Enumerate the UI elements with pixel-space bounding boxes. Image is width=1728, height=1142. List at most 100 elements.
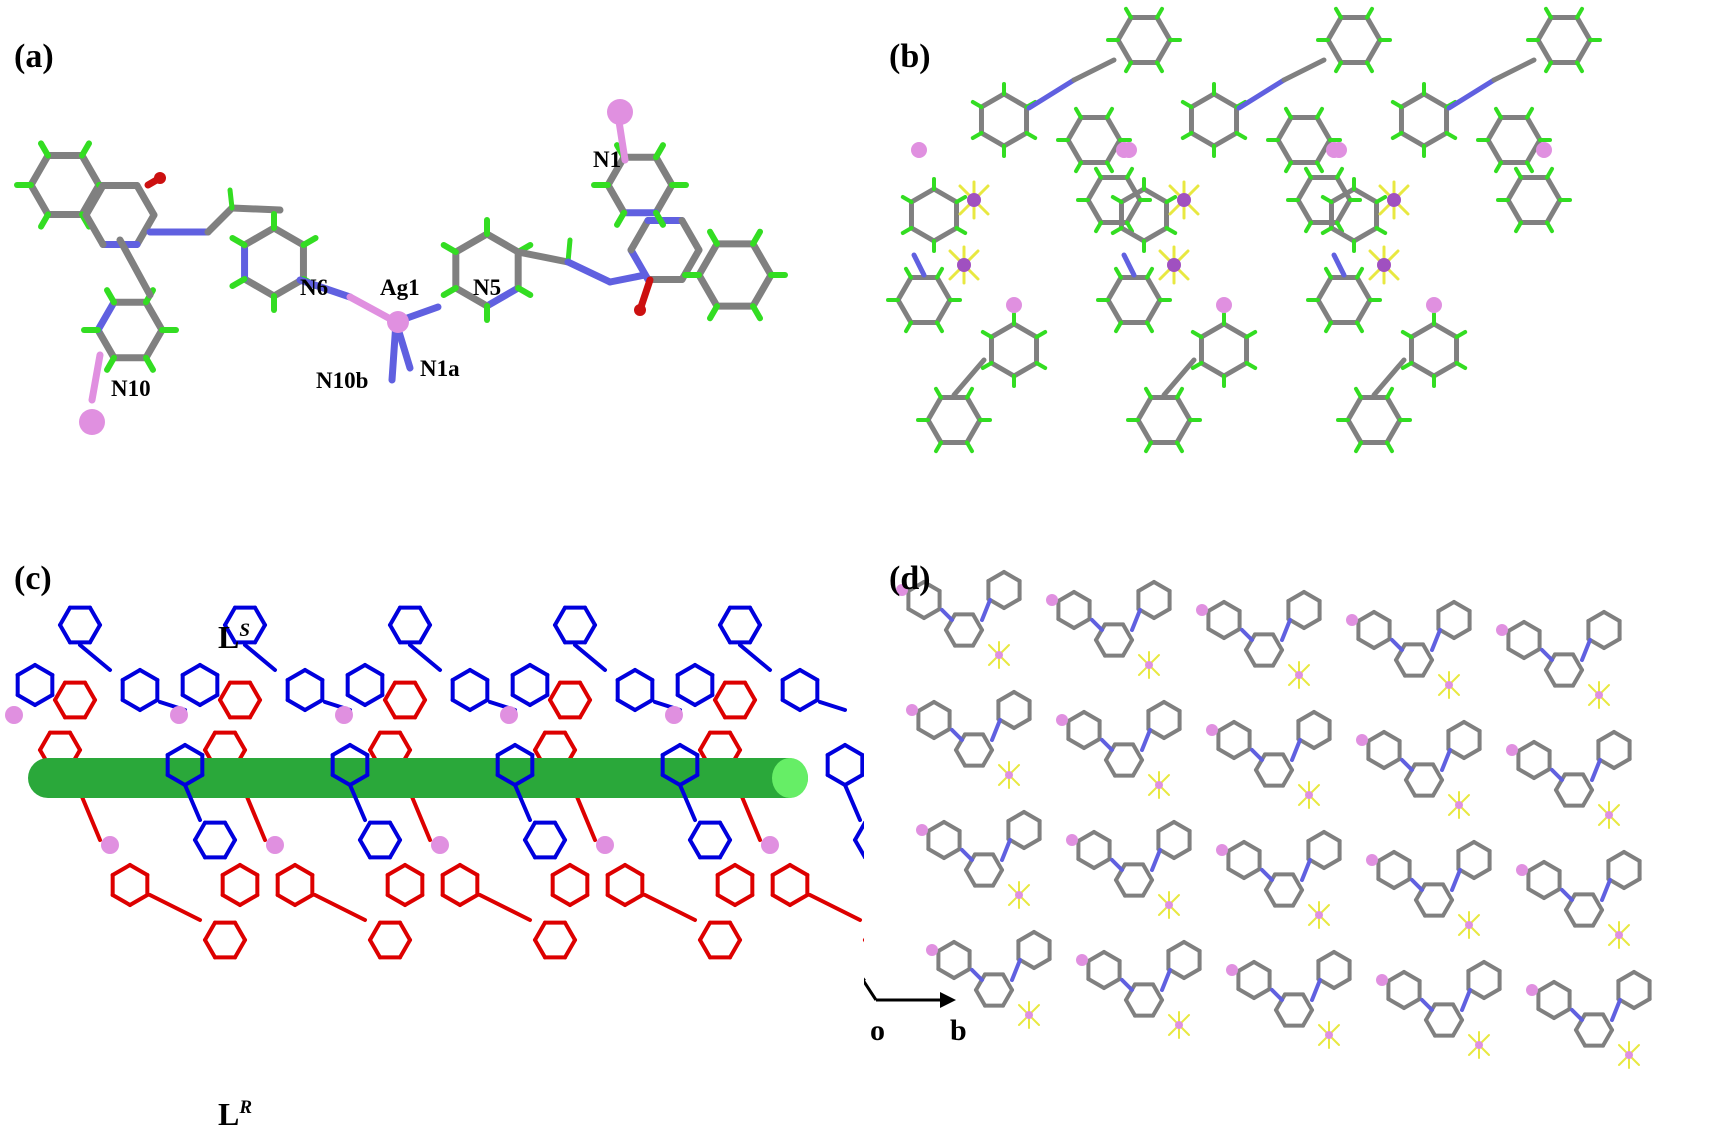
pyrimidinone-ring (1065, 137, 1084, 166)
ligand-r-ring (743, 698, 757, 720)
ligand-r-ring (713, 680, 727, 702)
silver-atom (1006, 297, 1022, 313)
framework-ring (942, 820, 962, 833)
ligand-s-ring (660, 743, 682, 757)
ligand-s-ring (15, 693, 37, 707)
pyrimidinone-ring-left (133, 182, 158, 219)
ligand-s-ring (120, 698, 142, 712)
hydrogen-bond (1544, 6, 1553, 20)
bond (573, 643, 607, 672)
ligand-s-ring (345, 693, 367, 707)
ligand-r-ring (368, 920, 382, 942)
framework-ring (1296, 710, 1316, 723)
pyrimidinone-ring (1275, 137, 1294, 166)
hydrogen-bond (1544, 60, 1553, 74)
pyridine-ring-n10 (142, 298, 166, 334)
framework-ring (1094, 622, 1107, 642)
ligand-r-ring (733, 893, 755, 907)
hydrogen-bond (1385, 386, 1394, 400)
framework-ring (1076, 857, 1096, 870)
framework-ring (1312, 710, 1332, 723)
ligand-s-ring (193, 838, 207, 860)
hydrogen-bond (1575, 6, 1584, 20)
ligand-s-ring (675, 663, 697, 677)
framework-ring (952, 940, 972, 953)
silver-atom (1496, 624, 1508, 636)
framework-ring (936, 967, 956, 980)
framework-ring (1376, 877, 1396, 890)
bond (88, 351, 104, 404)
framework-ring (1291, 888, 1304, 908)
ligand-s-ring (798, 698, 820, 712)
bond (1440, 748, 1452, 772)
framework-ring (1274, 1008, 1287, 1028)
pyridine-ring (931, 225, 960, 244)
framework-ring (922, 607, 942, 620)
pyridine-ring (978, 91, 1007, 110)
hydrogen-bond (1024, 131, 1038, 140)
ligand-r-ring (83, 680, 97, 702)
ligand-s-ring (58, 605, 72, 627)
hydrogen-bond (1034, 361, 1048, 370)
ligand-r-ring (248, 680, 262, 702)
pyrimidinone-ring (1104, 114, 1123, 143)
hydrogen-bond (614, 209, 627, 228)
framework-ring (1392, 877, 1412, 890)
hydrogen-bond (1155, 60, 1164, 74)
framework-ring (1056, 590, 1076, 603)
hydrogen-bond (1365, 6, 1374, 20)
framework-ring (1431, 762, 1444, 782)
framework-ring (1072, 617, 1092, 630)
ligand-s-ring (718, 820, 732, 842)
ligand-r-ring (220, 893, 242, 907)
ligand-r-ring (550, 893, 572, 907)
pyridine-ring (1544, 197, 1563, 226)
benzo-ring-right (695, 240, 721, 279)
pyridine-ring (1188, 91, 1217, 110)
ligand-r-ring (275, 863, 297, 877)
pyridine-ring (1431, 360, 1460, 379)
anion-center (1595, 691, 1603, 699)
hydrogen-bond (935, 266, 944, 280)
hydrogen-bond (440, 242, 459, 255)
bond (228, 204, 284, 214)
ligand-s-ring (660, 773, 682, 787)
benzo-ring-left (78, 181, 103, 218)
helix-rod-cap (772, 758, 808, 798)
silver-atom (1366, 854, 1378, 866)
ligand-s-ring (510, 693, 532, 707)
hydrogen-bond (1400, 361, 1414, 370)
framework-ring (1564, 892, 1577, 912)
framework-ring (1012, 717, 1032, 730)
ligand-s-ring (528, 693, 550, 707)
framework-ring (1012, 690, 1032, 703)
framework-ring (1392, 850, 1412, 863)
ligand-s-ring (388, 605, 402, 627)
bond (78, 643, 112, 672)
pyridine-ring (1001, 130, 1030, 149)
ligand-r-ring (368, 938, 382, 960)
framework-ring (986, 570, 1006, 583)
framework-ring (1252, 987, 1272, 1000)
pyrimidinone-ring (1524, 114, 1543, 143)
framework-ring (1612, 757, 1632, 770)
framework-ring (1072, 590, 1092, 603)
hydrogen-bond (440, 285, 459, 298)
pyridine-ring (1198, 321, 1227, 340)
benzo-ring-right (749, 240, 775, 279)
ligand-r-ring (715, 893, 737, 907)
framework-ring (1271, 632, 1284, 652)
silver-atom (1526, 984, 1538, 996)
framework-ring (1264, 888, 1277, 908)
pyrimidinone-ring-left (82, 182, 107, 219)
benzo-ring-right (695, 271, 721, 310)
silver-atom (1516, 864, 1528, 876)
framework-ring (1322, 830, 1342, 843)
framework-ring (1622, 850, 1642, 863)
bond (1121, 252, 1137, 278)
framework-ring (1544, 668, 1557, 688)
ligand-r-ring (533, 938, 547, 960)
bond (1071, 57, 1117, 83)
framework-ring (1612, 730, 1632, 743)
ligand-r-ring (533, 730, 547, 752)
